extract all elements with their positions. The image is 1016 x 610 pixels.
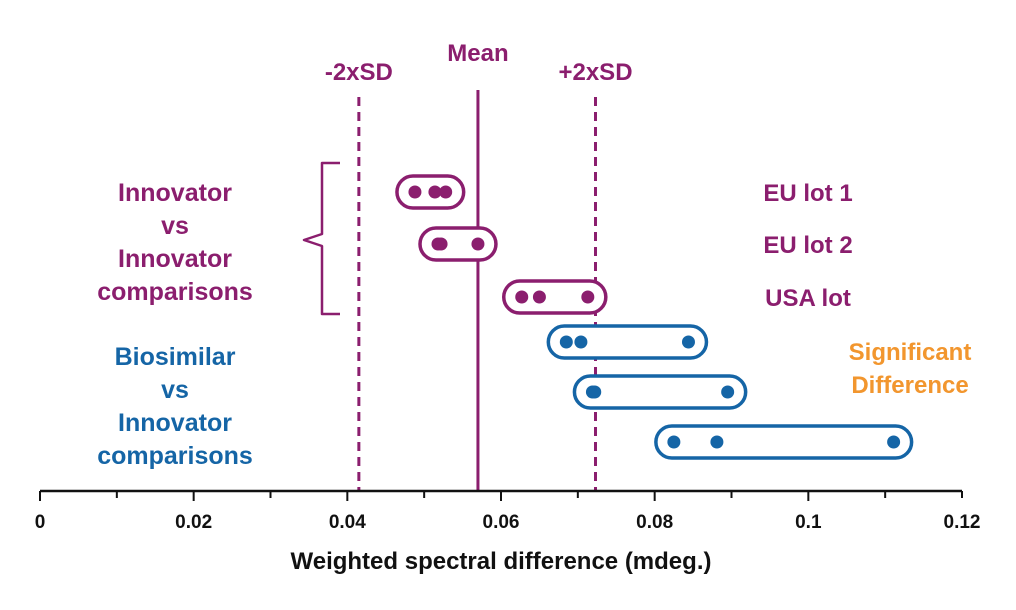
series-row-5 [654,424,914,460]
data-point-2-1 [532,290,546,304]
group-label-1-line-3: comparisons [97,442,253,470]
annotation-line-0: Significant [849,339,972,366]
group-label-0-line-2: Innovator [118,245,232,273]
data-point-5-2 [887,435,901,449]
data-point-0-2 [439,185,453,199]
series-layer [395,174,914,460]
group-label-1-line-0: Biosimilar [115,343,236,371]
x-tick-label-1: 0.02 [175,512,212,533]
lot-label-1: EU lot 2 [763,232,852,259]
series-pill-2 [501,279,608,315]
series-pill-5 [654,424,914,460]
x-tick-label-6: 0.12 [944,512,981,533]
data-point-3-2 [681,335,695,349]
data-point-4-2 [721,385,735,399]
data-point-0-1 [428,185,442,199]
x-tick-label-3: 0.06 [483,512,520,533]
lot-label-0: EU lot 1 [763,180,852,207]
x-axis-title: Weighted spectral difference (mdeg.) [291,548,712,575]
series-pill-4 [572,374,748,410]
data-point-5-1 [710,435,724,449]
series-pill-3 [546,324,709,360]
series-row-0 [395,174,466,210]
series-pill-1 [418,226,498,262]
data-point-2-2 [581,290,595,304]
ref-line-label-1: Mean [447,40,508,67]
data-point-0-0 [408,185,422,199]
data-point-5-0 [667,435,681,449]
group-label-0-line-3: comparisons [97,278,253,306]
group-bracket [302,161,340,316]
lot-label-2: USA lot [765,285,851,312]
data-point-1-2 [471,237,485,251]
x-tick-label-4: 0.08 [636,512,673,533]
group-label-0-line-1: vs [161,212,189,240]
x-tick-label-0: 0 [35,512,46,533]
group-label-1-line-2: Innovator [118,409,232,437]
ref-line-label-2: +2xSD [558,59,632,86]
series-row-4 [572,374,748,410]
series-row-1 [418,226,498,262]
lot-labels: EU lot 1 EU lot 2 USA lot [763,180,852,312]
data-point-3-1 [574,335,588,349]
ref-line-label-0: -2xSD [325,59,393,86]
x-tick-label-5: 0.1 [795,512,822,533]
series-row-3 [546,324,709,360]
group-label-1-line-1: vs [161,376,189,404]
series-row-2 [501,279,608,315]
data-point-1-1 [434,237,448,251]
data-point-2-0 [515,290,529,304]
group-labels: InnovatorvsInnovatorcomparisonsBiosimila… [97,161,340,470]
data-point-3-0 [559,335,573,349]
data-point-4-1 [588,385,602,399]
reference-lines: -2xSD Mean +2xSD [325,40,633,491]
annotation-line-1: Difference [851,372,968,399]
x-tick-label-2: 0.04 [329,512,366,533]
group-label-0-line-0: Innovator [118,179,232,207]
